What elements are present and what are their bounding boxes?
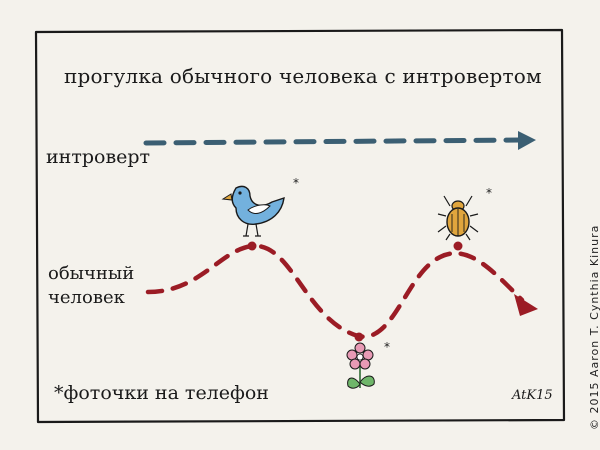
ordinary-path [145,243,525,339]
ordinary-arrowhead [514,294,538,316]
introvert-path [143,137,523,146]
copyright-notice: © 2015 Aaron T. Cynthia Kinura [588,224,600,430]
stop-dot-bird [247,241,257,251]
frame-border [34,28,566,424]
ordinary-label-line2: человек [48,287,125,308]
ordinary-label-line1: обычный [48,263,135,284]
beetle-icon [437,195,479,241]
introvert-arrowhead [518,131,536,150]
artist-signature: AtK15 [512,388,553,403]
asterisk-icon: * [384,340,390,354]
stop-dot-beetle [453,241,463,251]
ordinary-person-label: обычный человек [48,262,134,310]
asterisk-icon: * [293,176,299,190]
flower-icon [346,342,375,389]
introvert-label: интроверт [46,146,151,168]
stop-dot-flower [354,332,364,342]
asterisk-icon: * [486,186,492,200]
footnote: *фоточки на телефон [54,382,269,404]
bird-icon [221,185,285,237]
comic-title: прогулка обычного человека с интровертом [64,64,542,88]
